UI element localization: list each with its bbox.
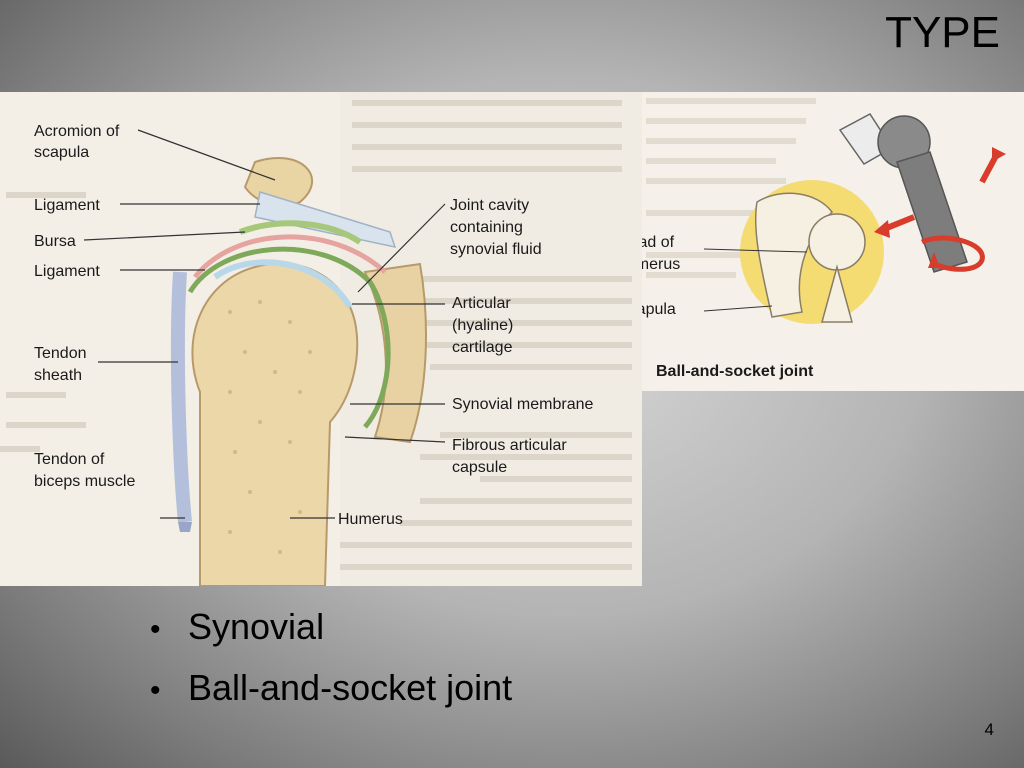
arrow-rotate xyxy=(920,235,985,272)
label-ligament-bottom: Ligament xyxy=(34,263,100,280)
page-number: 4 xyxy=(984,720,994,739)
arm-rod xyxy=(896,151,968,273)
label-articular-2: (hyaline) xyxy=(452,317,513,334)
label-joint-cavity-3: synovial fluid xyxy=(450,241,542,258)
label-fibrous-2: capsule xyxy=(452,459,507,476)
label-articular-3: cartilage xyxy=(452,339,513,356)
ball-socket-diagram: Head of humerus Scapula Ball-and-socket … xyxy=(642,92,1024,391)
label-bursa: Bursa xyxy=(34,233,76,250)
slide-title: TYPE xyxy=(885,8,1000,57)
bullet-list: • Synovial • Ball-and-socket joint xyxy=(150,598,512,720)
label-scapula: Scapula xyxy=(642,301,676,318)
synovial-membrane xyxy=(187,246,391,429)
humerus-head xyxy=(808,213,866,271)
ligament-fibers xyxy=(254,191,397,249)
label-tendon-biceps-1: Tendon of xyxy=(34,451,105,468)
label-humerus: Humerus xyxy=(338,511,403,528)
fibrous-capsule xyxy=(193,234,387,279)
label-articular-1: Articular xyxy=(452,295,511,312)
label-acromion-2: scapula xyxy=(34,144,89,161)
scapula-shape xyxy=(754,192,833,318)
bullet-symbol: • xyxy=(150,674,161,707)
bullet-item: • Ball-and-socket joint xyxy=(150,659,512,720)
label-head-humerus-1: Head of xyxy=(642,234,675,251)
label-fibrous-1: Fibrous articular xyxy=(452,437,567,454)
bullet-text: Ball-and-socket joint xyxy=(188,667,513,708)
label-acromion-1: Acromion of xyxy=(34,123,120,140)
label-joint-cavity-2: containing xyxy=(450,219,523,236)
bullet-text: Synovial xyxy=(188,606,325,647)
label-joint-cavity-1: Joint cavity xyxy=(450,197,529,214)
label-ligament-top: Ligament xyxy=(34,197,100,214)
label-synovial-membrane: Synovial membrane xyxy=(452,396,594,413)
label-head-humerus-2: humerus xyxy=(642,256,680,273)
shoulder-joint-diagram: Acromion of scapula Ligament Bursa Ligam… xyxy=(0,92,642,586)
articular-cartilage xyxy=(213,259,353,309)
label-tendon-sheath-2: sheath xyxy=(34,367,82,384)
bullet-item: • Synovial xyxy=(150,598,512,659)
caption-ball-socket: Ball-and-socket joint xyxy=(656,363,814,380)
humerus-bone xyxy=(191,262,359,586)
bullet-symbol: • xyxy=(150,613,161,646)
bursa xyxy=(238,220,362,245)
label-tendon-sheath-1: Tendon xyxy=(34,345,87,362)
label-tendon-biceps-2: biceps muscle xyxy=(34,473,135,490)
biceps-tendon xyxy=(170,271,192,523)
